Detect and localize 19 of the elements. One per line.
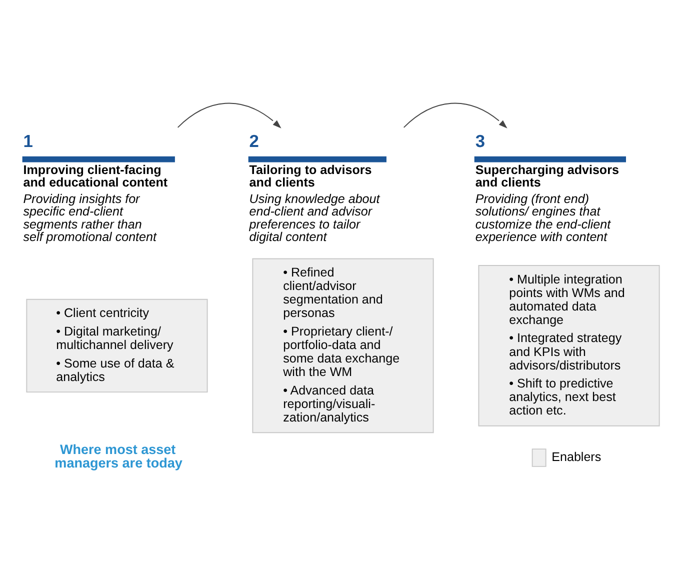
node-label: 1: [23, 130, 33, 151]
arrow: [403, 102, 508, 128]
node-box: [22, 156, 175, 162]
node-box: • Multiple integration points with WMs and automated data exchange • Integrated strategy and KPIs with advisors/distributors • Shift to predictive analytics, next best action etc.: [478, 264, 660, 426]
node-box: • Refined client/advisor segmentation and personas • Proprietary client-/ portfolio-data and some data exchange with the WM • Advanced data reporting/visuali- zation/analytics: [252, 258, 434, 433]
node-label: Providing (front end) solutions/ engines that customize the end-client experience with content: [475, 192, 611, 244]
node-box: [248, 156, 386, 162]
legend-label: Enablers: [552, 450, 602, 464]
node-label: Tailoring to advisors and clients: [249, 162, 372, 190]
node-label: 3: [475, 130, 485, 151]
node-label: Improving client-facing and educational content: [23, 162, 168, 190]
node-box: [474, 156, 626, 162]
arrow: [177, 102, 282, 128]
node-box: • Client centricity • Digital marketing/ multichannel delivery • Some use of data & analytics: [26, 298, 208, 392]
label: Where most asset managers are today: [54, 442, 182, 470]
node-label: 2: [249, 130, 259, 151]
node-label: Using knowledge about end-client and advisor preferences to tailor digital content: [249, 192, 380, 244]
node-label: Providing insights for specific end-client segments rather than self promotional content: [23, 192, 157, 244]
node-label: Supercharging advisors and clients: [475, 162, 619, 190]
